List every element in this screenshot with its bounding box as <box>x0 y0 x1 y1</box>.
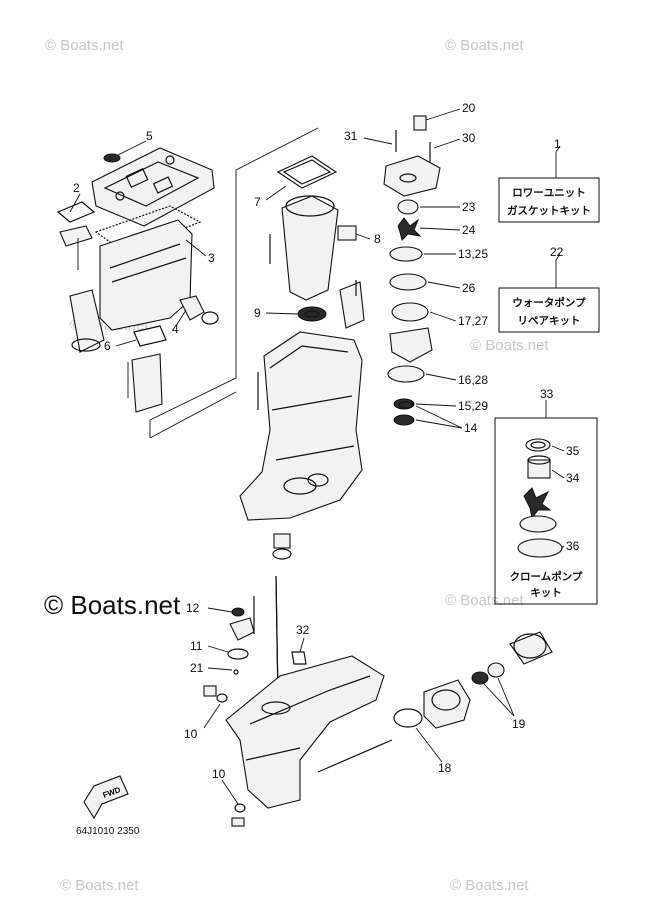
callout-16-28: 16,28 <box>458 373 488 387</box>
callout-10-lower: 10 <box>212 767 226 781</box>
callout-23: 23 <box>462 200 476 214</box>
callout-22: 22 <box>550 245 564 259</box>
callout-2: 2 <box>73 181 80 195</box>
lower-unit-gasket-kit-box: ロワーユニット ガスケットキット <box>498 152 600 223</box>
upper-casing-assembly <box>56 147 219 413</box>
callout-18: 18 <box>438 761 452 775</box>
watermark-text: © Boats.net <box>470 337 549 354</box>
water-pump-repair-kit-box: ウォータポンプ リペアキット <box>498 260 600 333</box>
lower-unit-assembly <box>83 575 553 827</box>
callout-36: 36 <box>566 539 580 553</box>
callout-24: 24 <box>462 223 476 237</box>
callout-4: 4 <box>172 322 179 336</box>
kit-name-line: リペアキット <box>518 315 581 327</box>
callout-12: 12 <box>186 601 200 615</box>
callout-33: 33 <box>540 387 554 401</box>
kit-name-line: ロワーユニット <box>512 187 586 199</box>
chrome-pump-kit-parts <box>517 438 563 558</box>
grommet-20 <box>413 115 427 131</box>
callout-17-27: 17,27 <box>458 314 488 328</box>
callout-3: 3 <box>208 251 215 265</box>
upper-case-assembly <box>239 155 365 560</box>
kit-name-line: ガスケットキット <box>507 204 591 217</box>
water-pump-assembly <box>383 115 441 426</box>
callout-8: 8 <box>374 232 381 246</box>
kit-name-line: ウォータポンプ <box>512 296 586 309</box>
watermark-text: © Boats.net <box>445 37 524 54</box>
chrome-pump-kit-box: クロームポンプ キット <box>494 400 598 605</box>
callout-32: 32 <box>296 623 310 637</box>
watermark-text: © Boats.net <box>445 592 524 609</box>
callout-6: 6 <box>104 339 111 353</box>
leader-lines <box>69 108 565 805</box>
callout-30: 30 <box>462 131 476 145</box>
kit-name-line: クロームポンプ <box>510 570 583 583</box>
assembly-outline <box>149 127 319 439</box>
watermark-text: © Boats.net <box>60 877 139 894</box>
callout-5: 5 <box>146 129 153 143</box>
callout-35: 35 <box>566 444 580 458</box>
callout-1: 1 <box>554 137 561 151</box>
callout-20: 20 <box>462 101 476 115</box>
callout-15-29: 15,29 <box>458 399 488 413</box>
watermark-text: © Boats.net <box>450 877 529 894</box>
callout-14: 14 <box>464 421 478 435</box>
callout-31: 31 <box>344 129 358 143</box>
callout-26: 26 <box>462 281 476 295</box>
watermark-main: © Boats.net <box>44 590 181 620</box>
callout-21: 21 <box>190 661 204 675</box>
kit-name-line: キット <box>530 587 562 599</box>
callouts: 5 2 3 4 6 7 8 9 20 31 30 1 23 24 13,25 2… <box>73 101 580 781</box>
callout-13-25: 13,25 <box>458 247 488 261</box>
callout-11: 11 <box>190 639 203 653</box>
callout-19: 19 <box>512 717 526 731</box>
callout-10-upper: 10 <box>184 727 198 741</box>
callout-7: 7 <box>254 195 261 209</box>
callout-34: 34 <box>566 471 580 485</box>
diagram-code: 64J1010 2350 <box>76 826 140 837</box>
callout-9: 9 <box>254 306 261 320</box>
watermark-text: © Boats.net <box>45 37 124 54</box>
